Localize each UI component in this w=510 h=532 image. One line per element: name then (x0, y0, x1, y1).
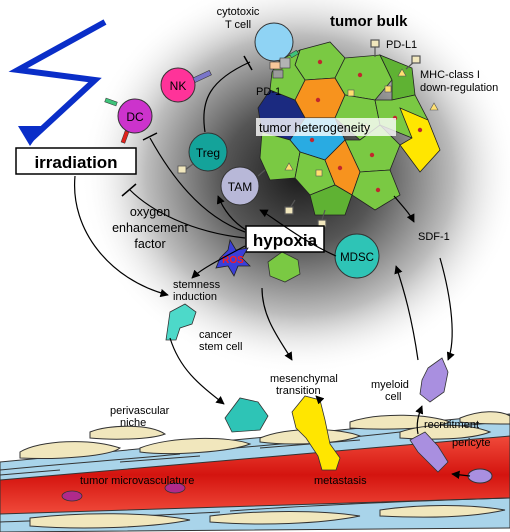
cytotoxic-label-2: T cell (225, 19, 251, 31)
mesenchymal-label-2: transition (276, 385, 321, 397)
myeloid-label-1: myeloid (371, 379, 409, 391)
oxygen-label-3: factor (134, 237, 165, 251)
nk-cell: NK (160, 67, 212, 103)
csc-label-1: cancer (199, 329, 232, 341)
stemness-label-1: stemness (173, 279, 221, 291)
ros-star-icon (215, 238, 251, 277)
tumor-heterogeneity-box (256, 118, 396, 136)
myeloid-cell (419, 357, 449, 403)
perivascular-cell (224, 397, 269, 433)
myeloid-label-2: cell (385, 391, 402, 403)
stemness-label-2: induction (173, 291, 217, 303)
tumor-vessel (0, 411, 510, 532)
treg-label: Treg (196, 146, 220, 160)
tumor-heterogeneity-label: tumor heterogeneity (259, 121, 371, 135)
irradiation-box (15, 147, 137, 175)
metastasis-label: metastasis (314, 475, 367, 487)
perivascular-label-1: perivascular (110, 405, 170, 417)
oxygen-label-1: oxygen (130, 205, 170, 219)
mhc-label-1: MHC-class I (420, 69, 480, 81)
csc-label-2: stem cell (199, 341, 242, 353)
hypoxia-label: hypoxia (253, 231, 318, 250)
oxygen-label-2: enhancement (112, 221, 188, 235)
irradiation-label: irradiation (34, 153, 117, 172)
mhc-label-2: down-regulation (420, 82, 498, 94)
mdsc-cell: MDSC (334, 233, 380, 279)
tam-cell: TAM (220, 166, 266, 206)
irradiation-bolt-icon (8, 19, 107, 146)
diagram-title: tumor bulk (330, 13, 408, 30)
dc-label: DC (126, 110, 144, 124)
mesenchymal-label-1: mesenchymal (270, 373, 338, 385)
pericyte-label: pericyte (452, 437, 491, 449)
microvasculature-label: tumor microvasculature (80, 475, 194, 487)
ros-label: ROS (222, 255, 244, 266)
nk-label: NK (170, 79, 187, 93)
cytotoxic-t-cell (254, 22, 299, 79)
treg-cell: Treg (177, 132, 228, 179)
recruitment-label: recruitment (424, 419, 479, 431)
recruited-myeloid-cell (409, 431, 449, 473)
pathway-arrows (74, 55, 471, 480)
dc-cell: DC (104, 97, 153, 144)
mdsc-label: MDSC (340, 252, 374, 264)
hypoxia-box (245, 225, 325, 253)
pd-l1-label: PD-L1 (386, 39, 417, 51)
cancer-stem-cell (165, 303, 197, 341)
sdf1-label: SDF-1 (418, 231, 450, 243)
pd-1-label: PD-1 (256, 86, 281, 98)
perivascular-label-2: niche (120, 417, 146, 429)
tam-label: TAM (228, 180, 252, 194)
cytotoxic-label-1: cytotoxic (217, 6, 260, 18)
